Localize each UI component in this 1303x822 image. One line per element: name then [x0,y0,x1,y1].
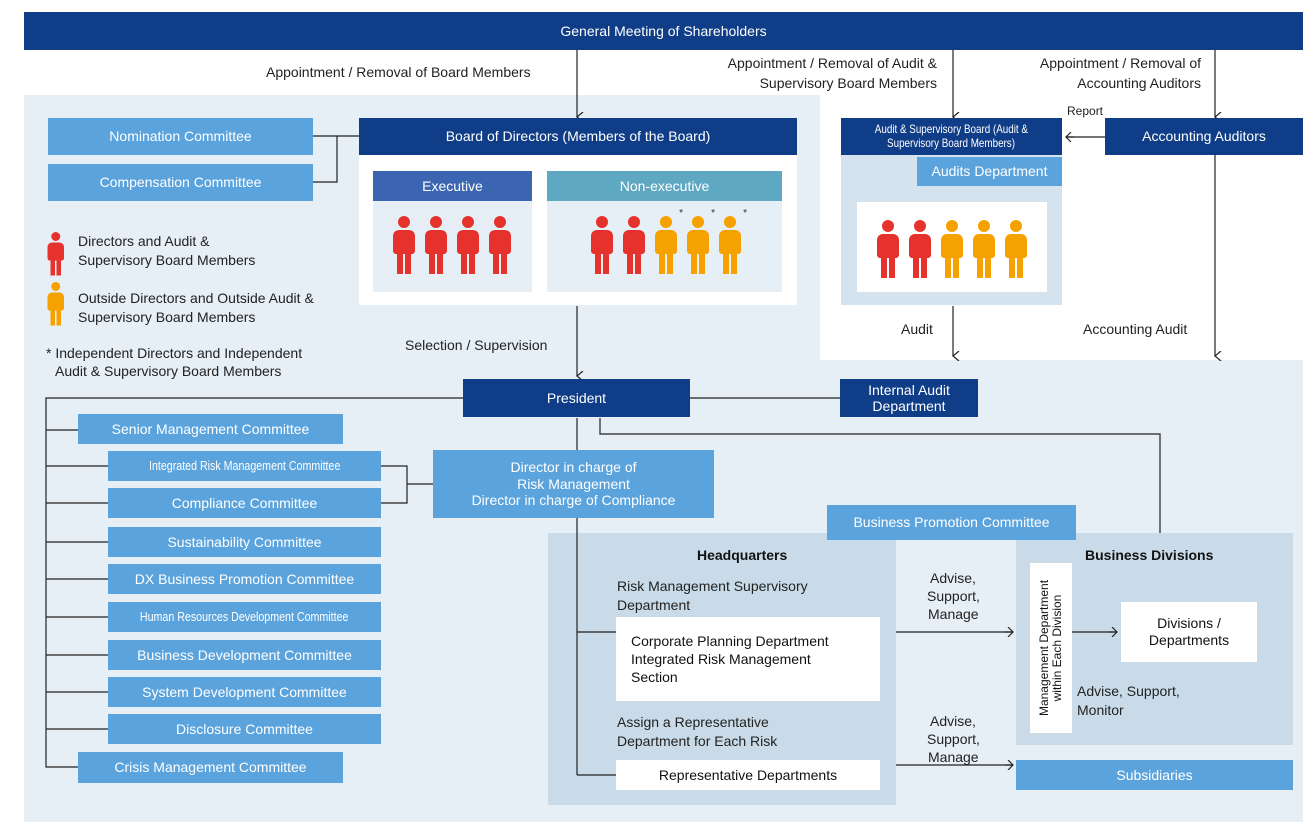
integrated-risk-management-committee: Integrated Risk Management Committee [108,451,381,481]
advise-monitor-line1: Advise, Support, [1077,683,1180,699]
outside-director-person-icon: * [653,208,683,274]
risk-supervisory-line2: Department [617,597,691,613]
auditor-person-icon [875,220,901,278]
internal-audit-line1: Internal Audit [868,381,950,398]
advise-1-line3: Manage [928,606,979,622]
system-development-committee: System Development Committee [108,677,381,707]
advise-2-line2: Support, [927,731,980,747]
nomination-committee: Nomination Committee [48,118,313,155]
label-appointment-accounting-2: Accounting Auditors [1077,75,1201,91]
business-promotion-committee: Business Promotion Committee [827,505,1076,540]
outside-auditor-person-icon [1003,220,1029,278]
compensation-committee: Compensation Committee [48,164,313,201]
legend-outside-line1: Outside Directors and Outside Audit & [78,290,314,306]
board-of-directors-title: Board of Directors (Members of the Board… [359,118,797,155]
director-in-charge-line2: Risk Management [517,475,630,492]
audit-supervisory-board-title: Audit & Supervisory Board (Audit & Super… [841,118,1062,155]
assign-line2: Department for Each Risk [617,733,778,749]
audit-board-title-line1: Audit & Supervisory Board (Audit & [874,122,1029,137]
advise-2-line1: Advise, [930,713,976,729]
president: President [463,379,690,417]
advise-1-line2: Support, [927,588,980,604]
executive-label: Executive [373,171,532,201]
corporate-planning-department: Corporate Planning Department Integrated… [616,617,880,701]
director-person-icon [455,216,481,274]
human-resources-development-committee: Human Resources Development Committee [108,602,381,632]
business-divisions-title: Business Divisions [1085,547,1214,563]
dx-business-promotion-committee: DX Business Promotion Committee [108,564,381,594]
director-person-icon [487,216,513,274]
audit-board-people [875,220,1029,278]
mgmt-line2: within Each Division [1050,594,1064,702]
outside-auditor-person-icon [971,220,997,278]
label-appointment-audit-2: Supervisory Board Members [759,75,937,91]
director-in-charge: Director in charge of Risk Management Di… [433,450,714,518]
independent-star: * [743,208,747,219]
director-person-icon [589,216,615,274]
representative-departments: Representative Departments [616,760,880,790]
advise-monitor-line2: Monitor [1077,702,1124,718]
compliance-committee: Compliance Committee [108,488,381,518]
legend-directors-line1: Directors and Audit & [78,233,210,249]
legend-outside-line2: Supervisory Board Members [78,309,256,325]
outside-director-person-icon: * [685,208,715,274]
director-person-icon [423,216,449,274]
corp-line1: Corporate Planning Department [631,632,829,649]
business-development-committee: Business Development Committee [108,640,381,670]
audit-board-title-line2: Supervisory Board Members) [887,135,1016,150]
senior-management-committee: Senior Management Committee [78,414,343,444]
outside-auditor-person-icon [939,220,965,278]
independent-star: * [679,208,683,219]
sustainability-committee: Sustainability Committee [108,527,381,557]
label-audit: Audit [901,321,933,337]
subsidiaries: Subsidiaries [1016,760,1293,790]
risk-supervisory-line1: Risk Management Supervisory [617,578,808,594]
integrated-risk-committee-label: Integrated Risk Management Committee [148,457,341,473]
divisions-line2: Departments [1148,632,1230,648]
headquarters-title: Headquarters [697,547,788,563]
label-selection-supervision: Selection / Supervision [405,337,548,353]
independent-star: * [711,208,715,219]
crisis-management-committee: Crisis Management Committee [78,752,343,783]
hr-committee-label: Human Resources Development Committee [140,608,349,624]
label-appointment-audit-1: Appointment / Removal of Audit & [727,55,937,71]
audits-department: Audits Department [917,157,1062,186]
legend-directors-line2: Supervisory Board Members [78,252,256,268]
director-person-icon [391,216,417,274]
director-in-charge-line1: Director in charge of [510,458,637,475]
accounting-auditors: Accounting Auditors [1105,118,1303,155]
director-in-charge-line3: Director in charge of Compliance [471,492,676,509]
advise-1-line1: Advise, [930,570,976,586]
assign-line1: Assign a Representative [617,714,769,730]
general-meeting-bar: General Meeting of Shareholders [24,12,1303,50]
non-executive-label: Non-executive [547,171,782,201]
non-executive-people: * * * [589,208,747,274]
label-report: Report [1067,104,1104,118]
advise-2-line3: Manage [928,749,979,765]
outside-director-person-icon: * [717,208,747,274]
legend-director-icon [46,232,66,276]
auditor-person-icon [907,220,933,278]
internal-audit-line2: Department [872,398,946,414]
corp-line3: Section [631,669,678,686]
label-appointment-board: Appointment / Removal of Board Members [266,64,531,80]
label-accounting-audit: Accounting Audit [1083,321,1188,337]
disclosure-committee: Disclosure Committee [108,714,381,744]
director-person-icon [621,216,647,274]
divisions-departments: Divisions / Departments [1121,602,1257,662]
executive-people [391,216,513,274]
internal-audit-department: Internal Audit Department [840,379,978,417]
legend-outside-icon [46,282,66,326]
label-appointment-accounting-1: Appointment / Removal of [1039,55,1201,71]
corp-line2: Integrated Risk Management [631,650,811,667]
divisions-line1: Divisions / [1157,615,1221,632]
legend-independent-line2: Audit & Supervisory Board Members [55,363,282,379]
legend-independent-line1: * Independent Directors and Independent [46,345,303,361]
